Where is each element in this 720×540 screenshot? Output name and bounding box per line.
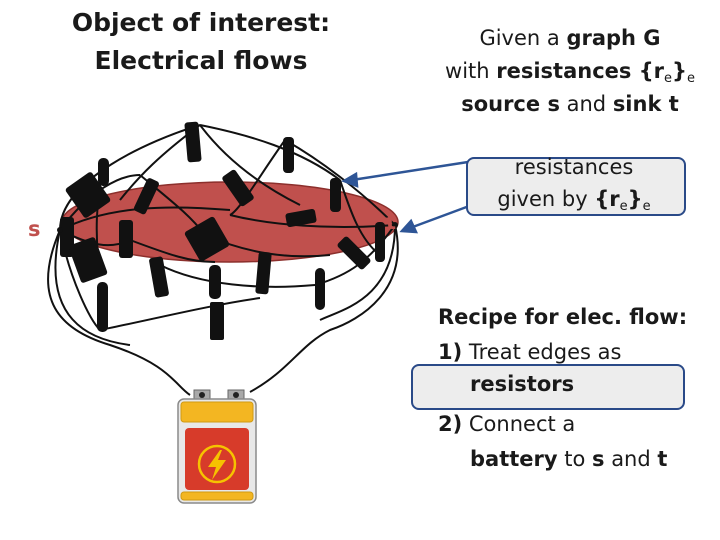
recipe-step-1: 1) Treat edges as	[438, 340, 622, 364]
resistances-callout-line-2: given by {re}e	[497, 187, 651, 214]
resistor	[68, 237, 108, 283]
resistor	[337, 236, 371, 270]
resistors-callout-box	[411, 364, 685, 410]
resistor	[97, 282, 108, 332]
recipe-step-2-battery: battery to s and t	[470, 447, 668, 471]
resistor	[222, 169, 254, 207]
resistor	[98, 158, 109, 186]
resistances-callout-box	[466, 157, 686, 216]
resistor	[149, 256, 169, 298]
title-line-2: Electrical flows	[94, 46, 308, 75]
resistor	[65, 172, 111, 218]
resistances-callout-line-1: resistances	[514, 155, 634, 179]
given-line-3: source s and sink t	[461, 92, 679, 116]
resistor	[285, 208, 317, 228]
given-line-1: Given a graph G	[479, 26, 661, 50]
sink-node	[392, 222, 398, 228]
resistors	[60, 121, 385, 340]
battery-icon	[177, 389, 257, 504]
title-line-1: Object of interest:	[71, 8, 331, 37]
recipe-step-1-resistors: resistors	[470, 372, 575, 396]
recipe-heading: Recipe for elec. flow:	[438, 305, 688, 329]
resistor	[209, 265, 221, 299]
resistor	[184, 121, 202, 163]
given-line-2: with resistances {re}e	[445, 59, 695, 86]
resistor	[330, 178, 341, 212]
resistor	[119, 220, 133, 258]
resistor	[255, 251, 272, 295]
resistor	[133, 178, 159, 215]
resistor	[283, 137, 294, 173]
sink-label: t	[386, 210, 397, 234]
resistor	[184, 216, 230, 262]
source-label: s	[28, 217, 41, 241]
lightning-bolt-icon	[208, 450, 226, 480]
recipe-step-2: 2) Connect a	[438, 412, 576, 436]
resistor	[375, 222, 385, 262]
resistor	[210, 302, 224, 340]
source-node	[57, 227, 63, 233]
resistor	[315, 268, 325, 310]
